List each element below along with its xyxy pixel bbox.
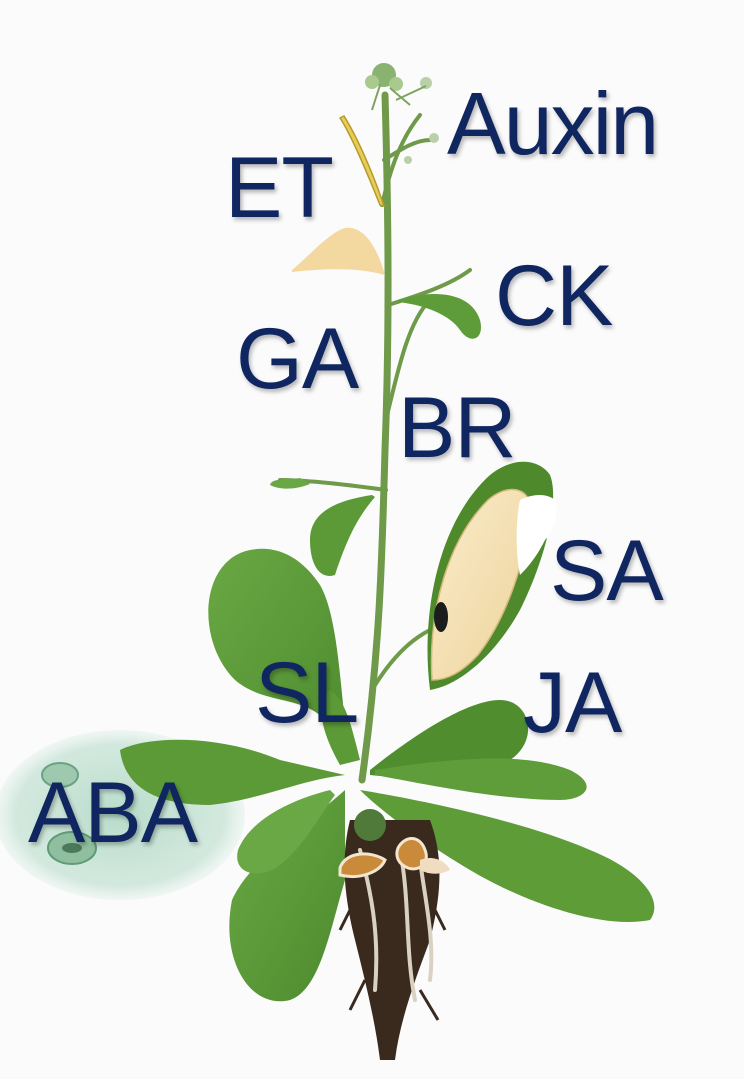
- ck-label: CK: [495, 253, 612, 339]
- et-label: ET: [225, 145, 333, 231]
- silique: [340, 116, 384, 206]
- br-label: BR: [398, 385, 515, 471]
- ja-label: JA: [523, 660, 621, 746]
- auxin-label: Auxin: [447, 80, 657, 168]
- sa-label: SA: [550, 528, 663, 614]
- sl-label: SL: [255, 650, 358, 736]
- aba-label: ABA: [28, 770, 197, 856]
- ga-label: GA: [236, 316, 358, 402]
